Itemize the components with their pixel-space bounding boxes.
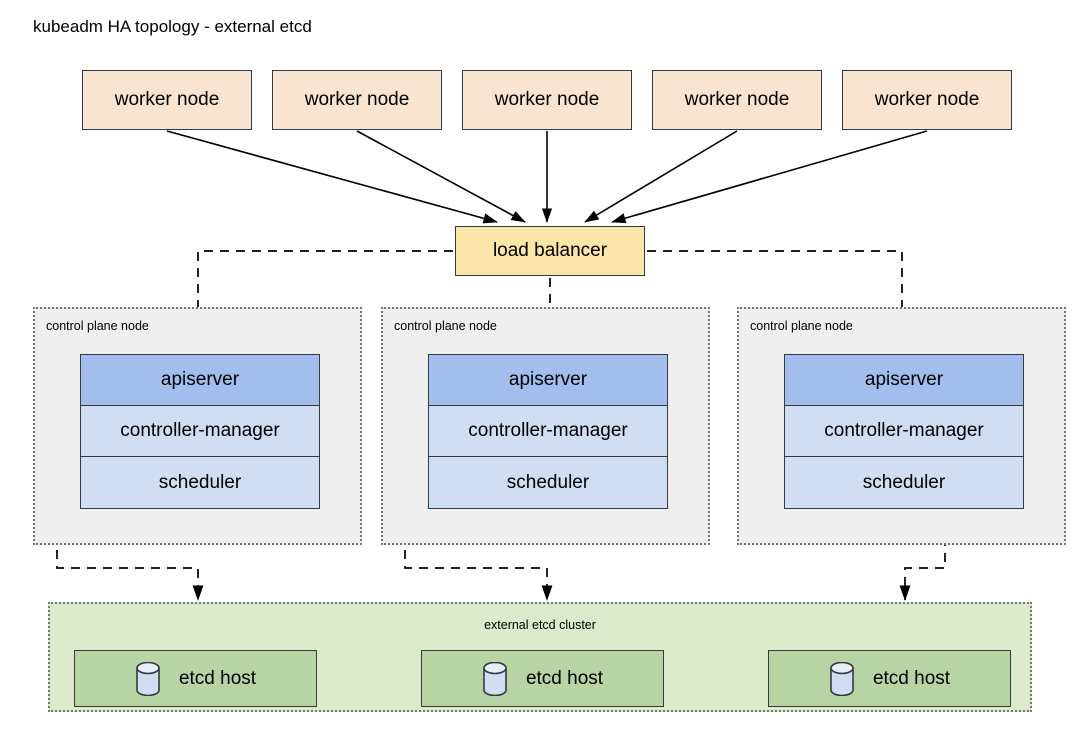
- apiserver-box[interactable]: apiserver: [429, 355, 667, 406]
- controller-manager-label: controller-manager: [468, 420, 628, 441]
- worker-node-label: worker node: [304, 89, 410, 110]
- control-plane-node-3[interactable]: control plane node apiserver controller-…: [737, 307, 1066, 545]
- control-plane-node-2[interactable]: control plane node apiserver controller-…: [381, 307, 710, 545]
- control-plane-component-stack: apiserver controller-manager scheduler: [784, 354, 1024, 509]
- worker-node-2[interactable]: worker node: [272, 70, 442, 130]
- etcd-host-label: etcd host: [872, 667, 951, 689]
- etcd-host-1[interactable]: etcd host: [74, 650, 317, 707]
- control-plane-node-1[interactable]: control plane node apiserver controller-…: [33, 307, 362, 545]
- controller-manager-box[interactable]: controller-manager: [81, 406, 319, 457]
- worker-node-label: worker node: [114, 89, 220, 110]
- worker-node-1[interactable]: worker node: [82, 70, 252, 130]
- etcd-host-label: etcd host: [178, 667, 257, 689]
- worker-node-label: worker node: [494, 89, 600, 110]
- scheduler-label: scheduler: [158, 471, 242, 493]
- etcd-host-label: etcd host: [525, 667, 604, 689]
- page-title: kubeadm HA topology - external etcd: [33, 17, 312, 36]
- load-balancer-node[interactable]: load balancer: [455, 226, 645, 276]
- apiserver-label: apiserver: [160, 369, 240, 390]
- control-plane-node-label: control plane node: [750, 319, 853, 333]
- apiserver-box[interactable]: apiserver: [785, 355, 1023, 406]
- controller-manager-label: controller-manager: [824, 420, 984, 441]
- controller-manager-box[interactable]: controller-manager: [429, 406, 667, 457]
- controller-manager-label: controller-manager: [120, 420, 280, 441]
- apiserver-label: apiserver: [508, 369, 588, 390]
- worker-node-5[interactable]: worker node: [842, 70, 1012, 130]
- database-cylinder-icon: [136, 661, 160, 696]
- load-balancer-label: load balancer: [492, 240, 608, 261]
- scheduler-box[interactable]: scheduler: [785, 457, 1023, 508]
- control-plane-node-label: control plane node: [394, 319, 497, 333]
- scheduler-box[interactable]: scheduler: [429, 457, 667, 508]
- etcd-cluster-label: external etcd cluster: [484, 618, 596, 632]
- worker-node-label: worker node: [684, 89, 790, 110]
- worker-node-label: worker node: [874, 89, 980, 110]
- database-cylinder-icon: [483, 661, 507, 696]
- etcd-host-3[interactable]: etcd host: [768, 650, 1011, 707]
- control-plane-component-stack: apiserver controller-manager scheduler: [80, 354, 320, 509]
- control-plane-component-stack: apiserver controller-manager scheduler: [428, 354, 668, 509]
- worker-node-3[interactable]: worker node: [462, 70, 632, 130]
- etcd-host-2[interactable]: etcd host: [421, 650, 664, 707]
- scheduler-label: scheduler: [506, 471, 590, 493]
- database-cylinder-icon: [830, 661, 854, 696]
- controller-manager-box[interactable]: controller-manager: [785, 406, 1023, 457]
- scheduler-box[interactable]: scheduler: [81, 457, 319, 508]
- worker-to-loadbalancer-edges: [166, 130, 928, 224]
- worker-node-4[interactable]: worker node: [652, 70, 822, 130]
- apiserver-label: apiserver: [864, 369, 944, 390]
- external-etcd-cluster[interactable]: external etcd cluster etcd host etcd hos…: [48, 602, 1032, 712]
- control-plane-node-label: control plane node: [46, 319, 149, 333]
- apiserver-box[interactable]: apiserver: [81, 355, 319, 406]
- scheduler-label: scheduler: [862, 471, 946, 493]
